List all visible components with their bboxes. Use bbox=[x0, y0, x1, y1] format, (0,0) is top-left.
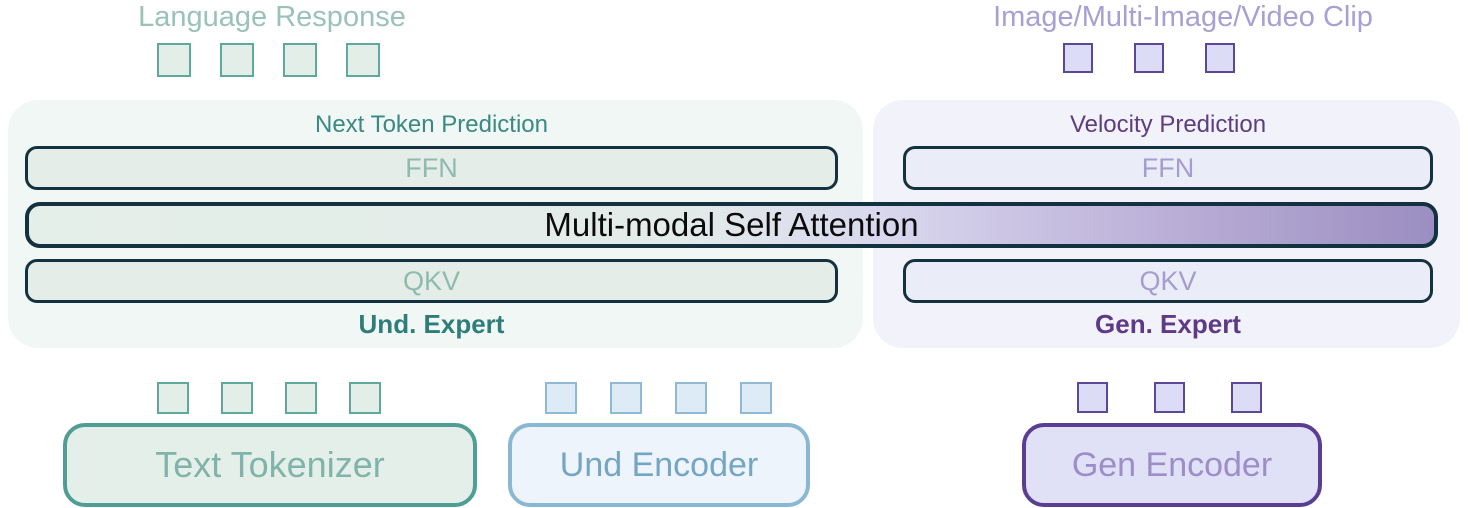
image-clip-tokens bbox=[1063, 43, 1235, 73]
gen-input-tokens bbox=[1077, 382, 1262, 413]
image-video-clip-label: Image/Multi-Image/Video Clip bbox=[993, 1, 1373, 33]
token-square bbox=[157, 43, 191, 77]
token-square bbox=[610, 382, 642, 414]
token-square bbox=[675, 382, 707, 414]
token-square bbox=[1063, 43, 1093, 73]
token-square bbox=[221, 382, 253, 414]
language-response-label: Language Response bbox=[138, 1, 406, 33]
text-input-tokens bbox=[157, 382, 381, 414]
token-square bbox=[157, 382, 189, 414]
token-square bbox=[1154, 382, 1185, 413]
token-square bbox=[1134, 43, 1164, 73]
token-square bbox=[283, 43, 317, 77]
und-encoder-box: Und Encoder bbox=[508, 423, 810, 507]
token-square bbox=[346, 43, 380, 77]
und-expert-label: Und. Expert bbox=[358, 309, 505, 339]
und-qkv-box: QKV bbox=[25, 259, 838, 303]
text-tokenizer-box: Text Tokenizer bbox=[63, 423, 477, 507]
und-input-tokens bbox=[545, 382, 772, 414]
token-square bbox=[1077, 382, 1108, 413]
multimodal-self-attention-bar: Multi-modal Self Attention bbox=[25, 202, 1438, 248]
language-response-tokens bbox=[157, 43, 380, 77]
token-square bbox=[1231, 382, 1262, 413]
und-ffn-box: FFN bbox=[25, 146, 838, 190]
token-square bbox=[1205, 43, 1235, 73]
token-square bbox=[349, 382, 381, 414]
token-square bbox=[220, 43, 254, 77]
token-square bbox=[740, 382, 772, 414]
token-square bbox=[285, 382, 317, 414]
gen-qkv-box: QKV bbox=[903, 259, 1433, 303]
gen-ffn-box: FFN bbox=[903, 146, 1433, 190]
gen-encoder-box: Gen Encoder bbox=[1022, 423, 1322, 507]
gen-expert-label: Gen. Expert bbox=[1095, 309, 1241, 339]
velocity-prediction-title: Velocity Prediction bbox=[1069, 111, 1267, 138]
next-token-prediction-title: Next Token Prediction bbox=[314, 111, 548, 138]
token-square bbox=[545, 382, 577, 414]
